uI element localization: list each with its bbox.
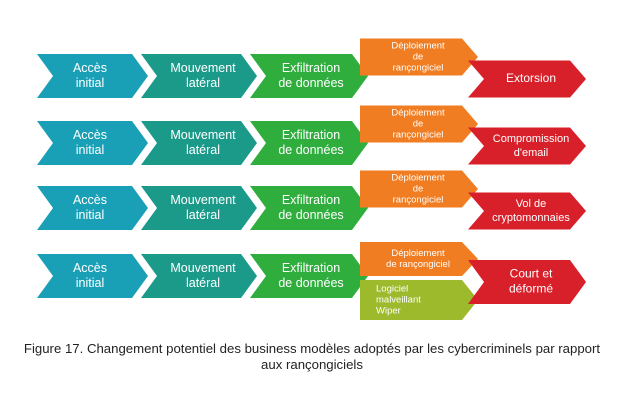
process-row: AccèsinitialMouvementlatéralExfiltration… (37, 242, 586, 320)
stage-deploiement-label-line: rançongiciel (393, 130, 444, 141)
stage-exfiltration-label-line: de données (278, 208, 343, 222)
stage-exfiltration-label-line: Exfiltration (282, 128, 340, 142)
stage-deploiement-label-line: de (413, 184, 424, 195)
stage-acces-initial-label-line: Accès (73, 193, 107, 207)
stage-mouvement-lateral-label-line: Mouvement (170, 193, 236, 207)
stage-outcome-label-line: déformé (509, 282, 553, 296)
stage-deploiement-label-line: Déploiement (391, 248, 445, 259)
stage-acces-initial-label-line: initial (76, 208, 105, 222)
process-row: AccèsinitialMouvementlatéralExfiltration… (37, 170, 586, 230)
stage-outcome-label-line: cryptomonnaies (492, 212, 570, 224)
stage-outcome-label-line: Vol de (516, 198, 547, 210)
stage-acces-initial-label-line: initial (76, 143, 105, 157)
stage-mouvement-lateral-label-line: latéral (186, 76, 220, 90)
stage-outcome: Vol de cryptomonnaies (468, 192, 586, 230)
stage-wiper-label-line: Logiciel (376, 284, 408, 295)
stage-exfiltration-label-line: Exfiltration (282, 261, 340, 275)
stage-acces-initial-label-line: Accès (73, 61, 107, 75)
stage-mouvement-lateral-label-line: latéral (186, 276, 220, 290)
stage-acces-initial-label-line: initial (76, 76, 105, 90)
stage-wiper-label-line: Wiper (376, 306, 401, 317)
stage-outcome-label-line: Extorsion (506, 71, 556, 85)
stage-exfiltration-label-line: de données (278, 143, 343, 157)
stage-wiper-label-line: malveillant (376, 295, 421, 306)
stage-deploiement-label-line: Déploiement (391, 173, 445, 184)
stage-exfiltration-label-line: Exfiltration (282, 193, 340, 207)
stage-deploiement-label-line: Déploiement (391, 41, 445, 52)
stage-mouvement-lateral-label-line: Mouvement (170, 61, 236, 75)
stage-acces-initial-label-line: initial (76, 276, 105, 290)
ransomware-business-model-diagram: AccèsinitialMouvementlatéralExfiltration… (37, 38, 586, 320)
process-row: AccèsinitialMouvementlatéralExfiltration… (37, 38, 586, 98)
stage-outcome: Extorsion (468, 60, 586, 98)
stage-outcome-label-line: Compromission (493, 133, 569, 145)
stage-deploiement-label-line: rançongiciel (393, 195, 444, 206)
stage-deploiement-label-line: rançongiciel (393, 63, 444, 74)
stage-deploiement-label-line: de (413, 119, 424, 130)
stage-mouvement-lateral-label-line: Mouvement (170, 261, 236, 275)
stage-mouvement-lateral-label-line: Mouvement (170, 128, 236, 142)
stage-outcome: Compromission d'email (468, 127, 586, 165)
stage-exfiltration-label-line: de données (278, 76, 343, 90)
stage-outcome-label-line: d'email (514, 147, 549, 159)
stage-exfiltration-label-line: de données (278, 276, 343, 290)
stage-acces-initial-label-line: Accès (73, 128, 107, 142)
stage-deploiement-label-line: de rançongiciel (386, 259, 450, 270)
process-row: AccèsinitialMouvementlatéralExfiltration… (37, 105, 586, 165)
stage-mouvement-lateral-label-line: latéral (186, 143, 220, 157)
stage-deploiement-label-line: de (413, 52, 424, 63)
figure-caption: Figure 17. Changement potentiel des busi… (23, 341, 601, 372)
stage-outcome-label-line: Court et (510, 267, 553, 281)
stage-deploiement-label-line: Déploiement (391, 108, 445, 119)
stage-mouvement-lateral-label-line: latéral (186, 208, 220, 222)
stage-acces-initial-label-line: Accès (73, 261, 107, 275)
stage-exfiltration-label-line: Exfiltration (282, 61, 340, 75)
